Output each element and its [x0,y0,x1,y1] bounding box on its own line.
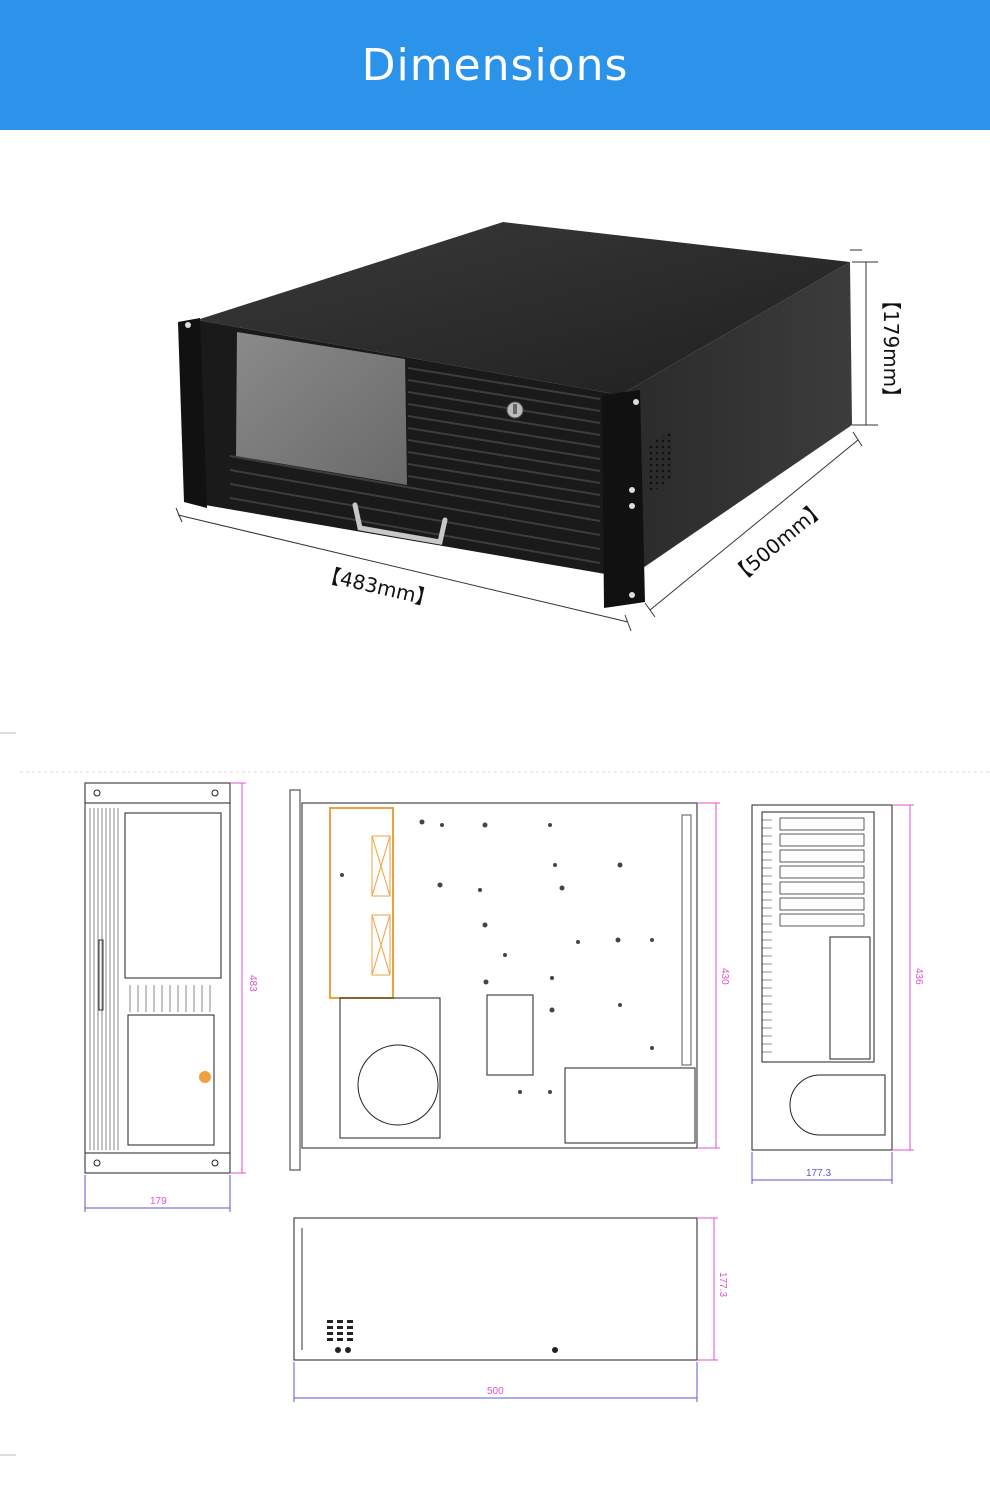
front-screen [236,332,407,485]
side-width-label: 500 [487,1386,504,1397]
chassis-photo [178,222,852,608]
left-rack-ear [178,318,207,508]
height-label: 【179mm】 [879,290,903,407]
depth-label: 【500mm】 [726,495,831,589]
front-handle [352,502,448,545]
side-view-drawing [293,1217,718,1402]
top-depth-label: 430 [719,968,730,985]
rear-height-label: 436 [913,968,924,985]
side-height-label: 177.3 [717,1272,728,1297]
page-title: Dimensions [361,39,629,91]
right-rack-ear [602,390,645,608]
rear-view-drawing [751,804,914,1184]
chassis-side [620,262,852,570]
front-width-label: 179 [150,1196,167,1207]
front-height-label: 483 [247,975,258,992]
front-vent-stripes [229,367,601,564]
chassis-top [197,222,850,395]
width-label: 【483mm】 [318,562,438,612]
title-banner: Dimensions [0,0,990,130]
side-vent [648,430,672,495]
top-view-drawing [289,789,720,1171]
photo-dimension-lines [175,249,878,632]
front-view-drawing [84,782,246,1212]
rear-width-label: 177.3 [806,1168,831,1179]
